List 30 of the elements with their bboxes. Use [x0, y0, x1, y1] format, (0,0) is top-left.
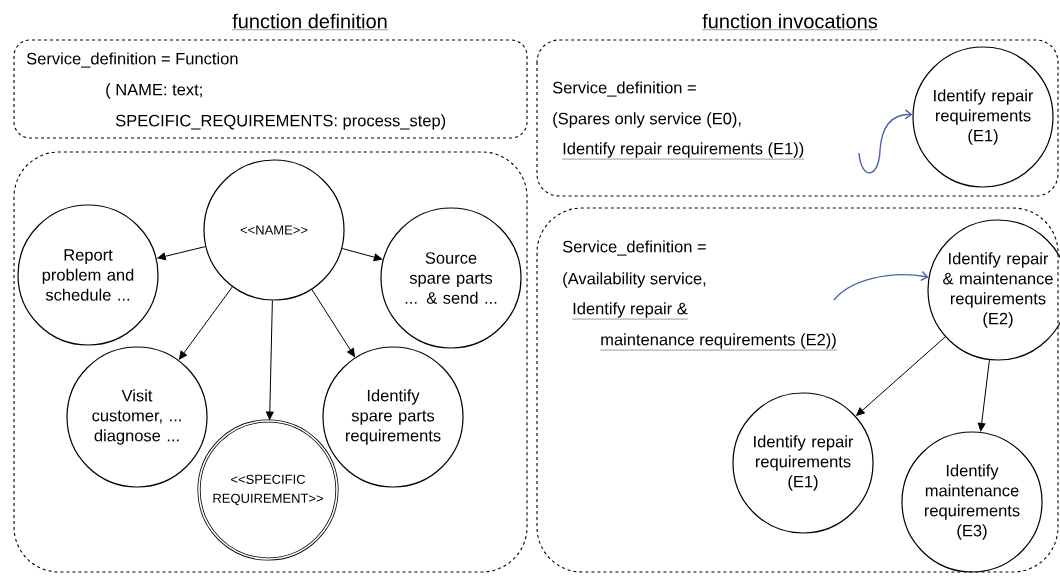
code-text: Identify repair & [572, 302, 688, 320]
dashed-panel [13, 151, 528, 573]
arrow [977, 359, 990, 432]
heading: function invocations [701, 13, 879, 30]
circle-node: <<NAME>> [203, 159, 345, 301]
circle-node: Report problem and schedule ... [17, 204, 159, 346]
code-text: (Spares only service (E0), [553, 112, 741, 128]
arrow [856, 336, 946, 416]
code-text: ( NAME: text; [106, 83, 202, 99]
double-circle-node: <<SPECIFIC REQUIREMENT>> [197, 419, 339, 561]
circle-node: Identify repair requirements (E1) [912, 46, 1054, 188]
arrow [157, 246, 206, 261]
code-text: maintenance requirements (E2)) [600, 333, 837, 351]
curved-arrow [833, 270, 929, 301]
arrow [178, 286, 233, 360]
code-text: Service_definition = [562, 240, 706, 256]
code-text: SPECIFIC_REQUIREMENTS: process_step) [115, 114, 446, 130]
circle-node: Visit customer, ... diagnose ... [66, 346, 208, 488]
curved-arrow [858, 109, 913, 174]
arrow [341, 247, 383, 262]
circle-node: Identify repair requirements (E1) [732, 392, 874, 534]
circle-node: Identify spare parts requirements [322, 346, 464, 488]
code-text: (Availability service, [563, 272, 706, 288]
code-text: Service_definition = Function [26, 52, 238, 68]
code-text: Identify repair requirements (E1)) [562, 142, 805, 160]
code-text: Service_definition = [552, 81, 696, 97]
circle-node: Source spare parts ... & send ... [380, 207, 522, 349]
arrow [265, 300, 274, 420]
circle-node: Identify maintenance requirements (E3) [901, 431, 1043, 573]
arrow [311, 289, 355, 357]
